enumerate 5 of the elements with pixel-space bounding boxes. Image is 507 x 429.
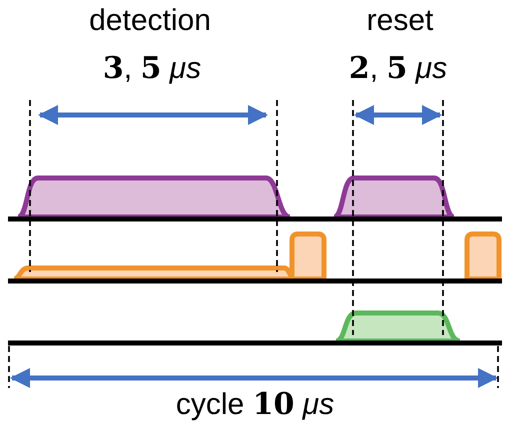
- duration-label: 3, 5 μs: [102, 52, 202, 85]
- phase-label: detection: [89, 4, 211, 37]
- cycle-label: cycle 10 μs: [176, 388, 334, 421]
- phase-label: reset: [366, 4, 434, 37]
- duration-label: 2, 5 μs: [348, 52, 448, 85]
